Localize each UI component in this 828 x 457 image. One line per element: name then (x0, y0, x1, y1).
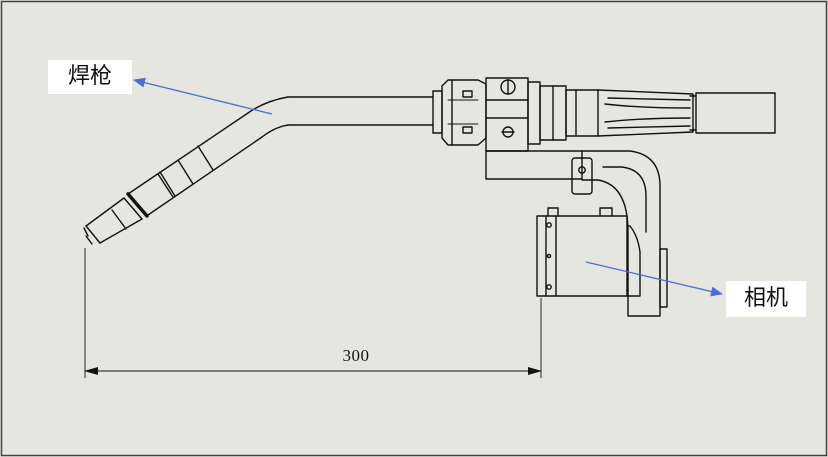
dimension-300 (84, 248, 542, 378)
camera-label: 相机 (726, 281, 806, 317)
welding-torch (83, 96, 434, 245)
camera-leader-arrow (585, 261, 723, 297)
camera-bracket (485, 150, 668, 317)
torch-leader-arrow (133, 77, 273, 115)
camera-body (536, 207, 641, 297)
torch-handle (432, 77, 776, 152)
dimension-value: 300 (342, 346, 370, 365)
torch-label: 焊枪 (48, 60, 132, 94)
